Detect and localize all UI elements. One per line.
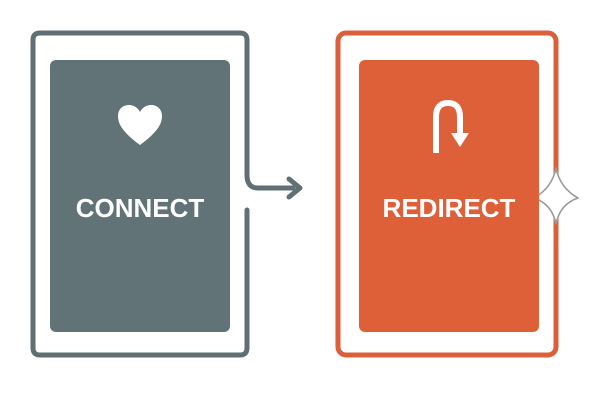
redirect-icon-wrap (359, 98, 539, 154)
redirect-card: REDIRECT (359, 60, 539, 332)
connect-icon-wrap (50, 98, 230, 154)
sparkle-icon (533, 167, 579, 225)
connector-line (244, 172, 296, 191)
arrow-head-icon (286, 176, 303, 200)
u-turn-arrow-icon (433, 99, 469, 153)
connect-card: CONNECT (50, 60, 230, 332)
heart-icon (118, 105, 162, 145)
redirect-label: REDIRECT (382, 193, 516, 223)
connect-frame (30, 30, 250, 358)
connect-label: CONNECT (75, 193, 205, 223)
